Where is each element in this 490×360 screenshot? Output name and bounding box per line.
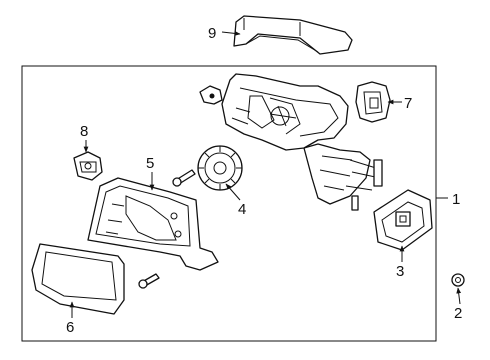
- callout-2: 2: [454, 305, 462, 322]
- leader-2: [456, 287, 462, 305]
- connector-clip: [355, 81, 391, 123]
- mirror-base-housing: [221, 73, 383, 211]
- mirror-glass: [31, 243, 125, 315]
- callout-1: 1: [452, 191, 460, 208]
- assembly-bracket-box: [21, 65, 437, 342]
- leader-9: [221, 31, 241, 36]
- actuator-gear: [197, 145, 243, 191]
- screw-upper: [172, 169, 196, 187]
- small-clip: [199, 85, 223, 105]
- callout-7: 7: [404, 95, 412, 112]
- screw-lower: [138, 273, 160, 289]
- callout-3: 3: [396, 263, 404, 280]
- callout-6: 6: [66, 319, 74, 336]
- mirror-cover-cap: [233, 15, 353, 55]
- leader-4: [225, 183, 241, 201]
- callout-4: 4: [238, 201, 246, 218]
- clip-nut: [451, 273, 465, 287]
- callout-9: 9: [208, 25, 216, 42]
- callout-5: 5: [146, 155, 154, 172]
- electrical-connector: [373, 189, 433, 251]
- mirror-backing-frame: [87, 177, 219, 271]
- callout-8: 8: [80, 123, 88, 140]
- actuator-connector: [73, 151, 103, 181]
